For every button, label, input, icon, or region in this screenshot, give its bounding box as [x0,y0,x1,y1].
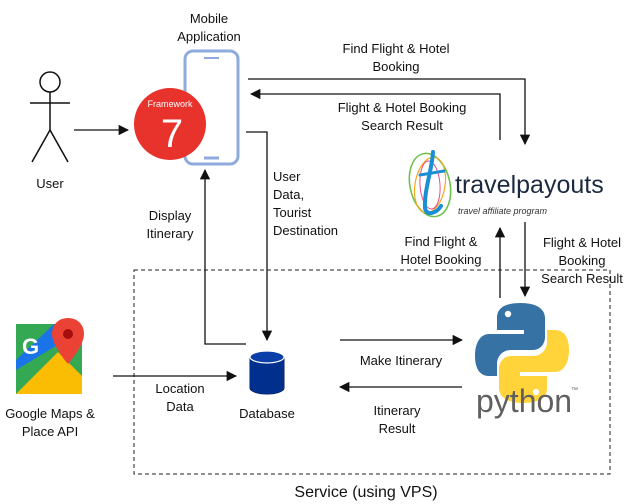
location-data-label-2: Data [166,399,194,414]
framework7-badge-text: Framework [147,99,193,109]
google-maps-icon: G [16,318,84,394]
search-result-right-label-2: Booking [559,253,606,268]
service-boundary [133,269,611,475]
display-itinerary-label-2: Itinerary [147,226,194,241]
itinerary-result-label-2: Result [379,421,416,436]
python-logo-icon [475,303,569,403]
search-result-right-label-3: Search Result [541,271,623,286]
google-letter: G [22,334,39,359]
make-itinerary-label: Make Itinerary [360,353,443,368]
user-data-label-2: Data, [273,187,304,202]
search-result-right-label-1: Flight & Hotel [543,235,621,250]
google-label-2: Place API [22,424,78,439]
mobile-app-label-1: Mobile [190,11,228,26]
user-data-label-4: Destination [273,223,338,238]
python-wordmark: python [476,383,572,419]
python-trademark: ™ [571,387,578,394]
user-icon [30,71,70,163]
search-result-top-arrow [249,88,501,140]
travelpayouts-logo-icon [408,150,452,218]
find-booking-top-arrow [248,78,531,146]
mobile-app-label-2: Application [177,29,241,44]
find-booking-top-label-2: Booking [373,59,420,74]
travelpayouts-wordmark: travelpayouts [455,171,604,199]
search-result-top-label-1: Flight & Hotel Booking [338,100,467,115]
display-itinerary-label-1: Display [149,208,192,223]
search-result-top-label-2: Search Result [361,118,443,133]
framework7-logo-icon: Framework 7 [134,88,206,160]
database-label: Database [239,406,295,421]
database-icon [249,350,285,395]
itinerary-result-label-1: Itinerary [374,403,421,418]
display-itinerary-arrow [199,168,246,345]
user-data-arrow [246,131,273,342]
find-booking-top-label-1: Find Flight & Hotel [343,41,450,56]
user-data-label-3: Tourist [273,205,312,220]
travelpayouts-tagline: travel affiliate program [458,206,548,216]
user-data-label-1: User [273,169,301,184]
location-data-label-1: Location [155,381,204,396]
find-booking-right-label-1: Find Flight & [405,234,478,249]
google-label-1: Google Maps & [5,406,95,421]
framework7-number: 7 [161,112,183,156]
service-boundary-label: Service (using VPS) [294,484,437,501]
user-label: User [36,176,64,191]
find-booking-right-label-2: Hotel Booking [401,252,482,267]
